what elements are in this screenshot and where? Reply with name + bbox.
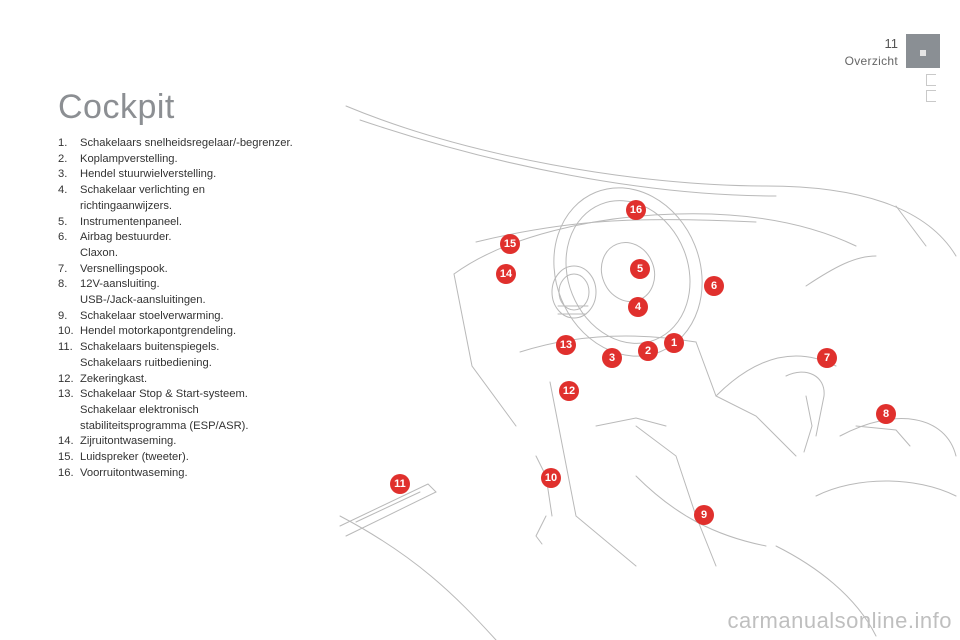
callout-label: 7 — [824, 352, 830, 364]
callout-label: 14 — [500, 268, 513, 280]
legend-text: Zijruitontwaseming. — [80, 435, 177, 448]
legend-list: 1. Schakelaars snelheidsregelaar/-begrenz… — [58, 136, 343, 481]
callout-label: 6 — [711, 280, 717, 292]
legend-text: richtingaanwijzers. — [80, 199, 173, 212]
legend-text: stabiliteitsprogramma (ESP/ASR). — [80, 419, 249, 432]
legend-number: 5. — [58, 215, 68, 228]
legend-text: Schakelaars snelheidsregelaar/-begrenzer… — [80, 137, 293, 149]
callout-13: 13 — [556, 335, 576, 355]
legend-text: Schakelaar Stop & Start-systeem. — [80, 388, 248, 401]
legend-item: 2. Koplampverstelling. — [58, 152, 343, 168]
callout-6: 6 — [704, 276, 724, 296]
cockpit-illustration: 1 2 3 4 5 6 7 8 9 10 11 12 13 14 15 16 — [339, 105, 957, 640]
legend-item: 11. Schakelaars buitenspiegels. Schakelaar… — [58, 340, 343, 371]
legend-text: Schakelaar stoelverwarming. — [80, 309, 224, 322]
callout-5: 5 — [630, 259, 650, 279]
callout-label: 4 — [635, 301, 642, 313]
callout-1: 1 — [664, 333, 684, 353]
legend-number: 14. — [58, 435, 74, 448]
legend-text: Schakelaar elektronisch — [80, 403, 199, 416]
callout-label: 5 — [637, 263, 643, 275]
cockpit-line-art — [339, 105, 957, 640]
page-title: Cockpit — [58, 88, 175, 126]
legend-number: 2. — [58, 152, 68, 165]
callout-label: 13 — [560, 339, 572, 351]
legend-item: 9. Schakelaar stoelverwarming. — [58, 309, 343, 325]
callout-label: 15 — [504, 238, 516, 250]
legend-item: 7. Versnellingspook. — [58, 262, 343, 278]
legend-text: Hendel stuurwielverstelling. — [80, 168, 217, 181]
callout-label: 16 — [630, 204, 642, 216]
callout-4: 4 — [628, 297, 648, 317]
callout-label: 9 — [701, 509, 707, 521]
page-number: 11 — [884, 36, 899, 51]
legend-number: 15. — [58, 451, 74, 464]
section-label: Overzicht — [844, 54, 898, 68]
legend-number: 13. — [58, 388, 74, 401]
callout-label: 1 — [671, 337, 677, 349]
legend-item: 5. Instrumentenpaneel. — [58, 215, 343, 231]
legend-text: Zekeringkast. — [80, 372, 148, 385]
callout-label: 10 — [545, 472, 557, 484]
legend-item: 15. Luidspreker (tweeter). — [58, 450, 343, 466]
legend-number: 7. — [58, 262, 68, 275]
callout-2: 2 — [638, 341, 658, 361]
callout-15: 15 — [500, 234, 520, 254]
callout-12: 12 — [559, 381, 579, 401]
legend-text: Versnellingspook. — [80, 262, 168, 275]
legend-number: 10. — [58, 325, 74, 338]
legend-item: 12. Zekeringkast. — [58, 372, 343, 388]
legend-text: Instrumentenpaneel. — [80, 215, 182, 228]
callout-9: 9 — [694, 505, 714, 525]
legend-text: Claxon. — [80, 246, 118, 259]
legend-number: 6. — [58, 231, 68, 244]
legend-text: Luidspreker (tweeter). — [80, 451, 189, 464]
callout-3: 3 — [602, 348, 622, 368]
callout-14: 14 — [496, 264, 516, 284]
legend-text: Schakelaar verlichting en — [80, 184, 205, 197]
legend-text: Airbag bestuurder. — [80, 231, 172, 244]
legend-item: 16. Voorruitontwaseming. — [58, 466, 343, 482]
legend-text: Hendel motorkapontgrendeling. — [80, 325, 237, 338]
legend-text: USB-/Jack-aansluitingen. — [80, 294, 206, 307]
legend-item: 8. 12V-aansluiting. USB-/Jack-aansluitinge… — [58, 277, 343, 308]
legend-number: 16. — [58, 466, 74, 479]
callout-16: 16 — [626, 200, 646, 220]
legend-text: Schakelaars ruitbediening. — [80, 356, 212, 369]
callout-label: 12 — [563, 385, 575, 397]
legend-text: Schakelaars buitenspiegels. — [80, 341, 220, 354]
callout-label: 3 — [609, 352, 615, 364]
legend-item: 14. Zijruitontwaseming. — [58, 434, 343, 450]
legend-item: 13. Schakelaar Stop & Start-systeem. Schak… — [58, 387, 343, 434]
callout-11: 11 — [390, 474, 410, 494]
legend-item: 6. Airbag bestuurder. Claxon. — [58, 230, 343, 261]
legend-number: 8. — [58, 278, 68, 291]
watermark: carmanualsonline.info — [727, 608, 952, 633]
callout-label: 11 — [394, 478, 406, 490]
legend-item: 4. Schakelaar verlichting en richtingaanwi… — [58, 183, 343, 214]
legend-number: 4. — [58, 184, 68, 197]
legend-number: 9. — [58, 309, 68, 322]
chapter-tab-outline-1 — [926, 74, 936, 86]
legend-number: 1. — [58, 137, 68, 149]
callout-label: 8 — [883, 408, 889, 420]
legend-text: Voorruitontwaseming. — [80, 466, 188, 479]
callout-8: 8 — [876, 404, 896, 424]
chapter-tab-marker — [906, 34, 940, 68]
callout-10: 10 — [541, 468, 561, 488]
legend-number: 11. — [58, 341, 73, 354]
legend-item: 1. Schakelaars snelheidsregelaar/-begrenz… — [58, 136, 343, 152]
legend-text: Koplampverstelling. — [80, 152, 178, 165]
legend-item: 10. Hendel motorkapontgrendeling. — [58, 324, 343, 340]
callout-7: 7 — [817, 348, 837, 368]
legend-item: 3. Hendel stuurwielverstelling. — [58, 167, 343, 183]
chapter-tab-outline-2 — [926, 90, 936, 102]
callout-label: 2 — [645, 345, 651, 357]
legend-number: 3. — [58, 168, 68, 181]
legend-number: 12. — [58, 372, 74, 385]
legend-text: 12V-aansluiting. — [80, 278, 160, 291]
